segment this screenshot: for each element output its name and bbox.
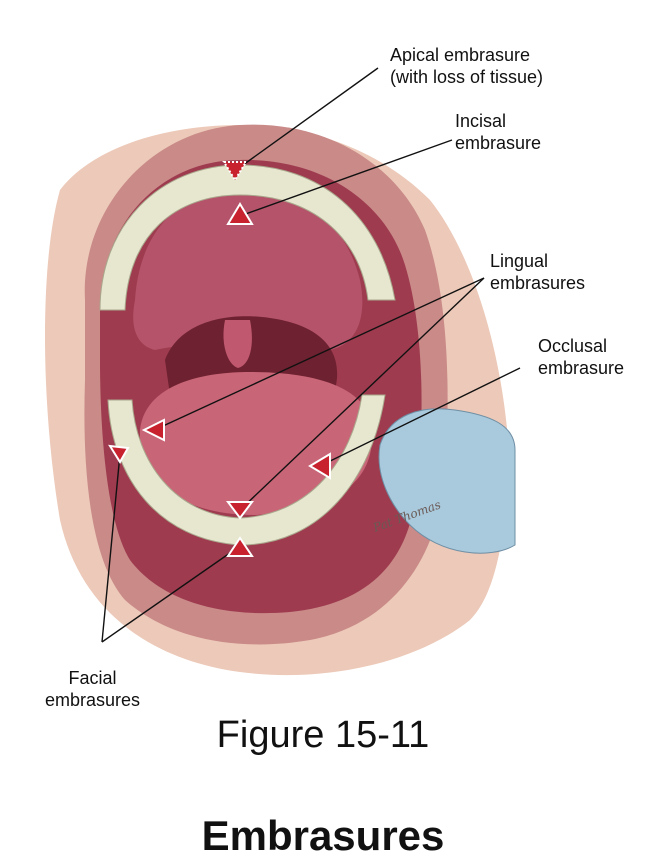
- occlusal-leader: [319, 367, 521, 467]
- uvula: [223, 320, 252, 368]
- lingual-leader-right: [239, 277, 485, 511]
- lingual-embrasure-marker-right: [226, 501, 254, 520]
- apical-leader: [235, 67, 379, 171]
- tongue: [139, 372, 373, 515]
- upper-teeth-arch: [99, 164, 396, 311]
- facial-embrasure-marker-right: [226, 536, 254, 557]
- lingual-embrasure-marker-left: [141, 418, 165, 442]
- incisal-embrasure-label: Incisal embrasure: [455, 110, 541, 154]
- facial-label-line2: embrasures: [45, 690, 141, 710]
- facial-leader-left: [101, 453, 121, 643]
- lingual-leader-left: [149, 277, 485, 433]
- figure-title: Embrasures: [201, 812, 445, 859]
- facial-embrasure-marker-left: [108, 444, 130, 464]
- hard-palate: [133, 188, 363, 350]
- incisal-label-line2: embrasure: [455, 133, 542, 153]
- occlusal-embrasure-marker: [308, 452, 331, 480]
- gloved-finger: [378, 408, 516, 554]
- incisal-embrasure-marker: [226, 202, 254, 225]
- lingual-embrasures-label: Lingual embrasures: [490, 250, 585, 294]
- apical-embrasure-label: Apical embrasure (with loss of tissue): [390, 44, 543, 88]
- open-mouth-illustration: Pat Thomas: [45, 67, 521, 676]
- occlusal-label-line1: Occlusal: [538, 336, 608, 356]
- facial-leader-right: [101, 545, 241, 643]
- apical-label-line1: Apical embrasure: [390, 45, 531, 65]
- leader-lines: [101, 67, 521, 643]
- lower-teeth-arch: [107, 394, 386, 546]
- apical-embrasure-marker: [222, 161, 248, 182]
- apical-label-line2: (with loss of tissue): [390, 67, 544, 87]
- lingual-label-line2: embrasures: [490, 273, 586, 293]
- embrasure-markers: [108, 161, 331, 557]
- incisal-leader: [239, 139, 453, 217]
- occlusal-label-line2: embrasure: [538, 358, 625, 378]
- facial-label-line1: Facial: [68, 668, 117, 688]
- lingual-label-line1: Lingual: [490, 251, 549, 271]
- incisal-label-line1: Incisal: [455, 111, 507, 131]
- occlusal-embrasure-label: Occlusal embrasure: [538, 335, 624, 379]
- figure-number: Figure 15-11: [216, 714, 430, 756]
- facial-embrasures-label: Facial embrasures: [45, 667, 140, 711]
